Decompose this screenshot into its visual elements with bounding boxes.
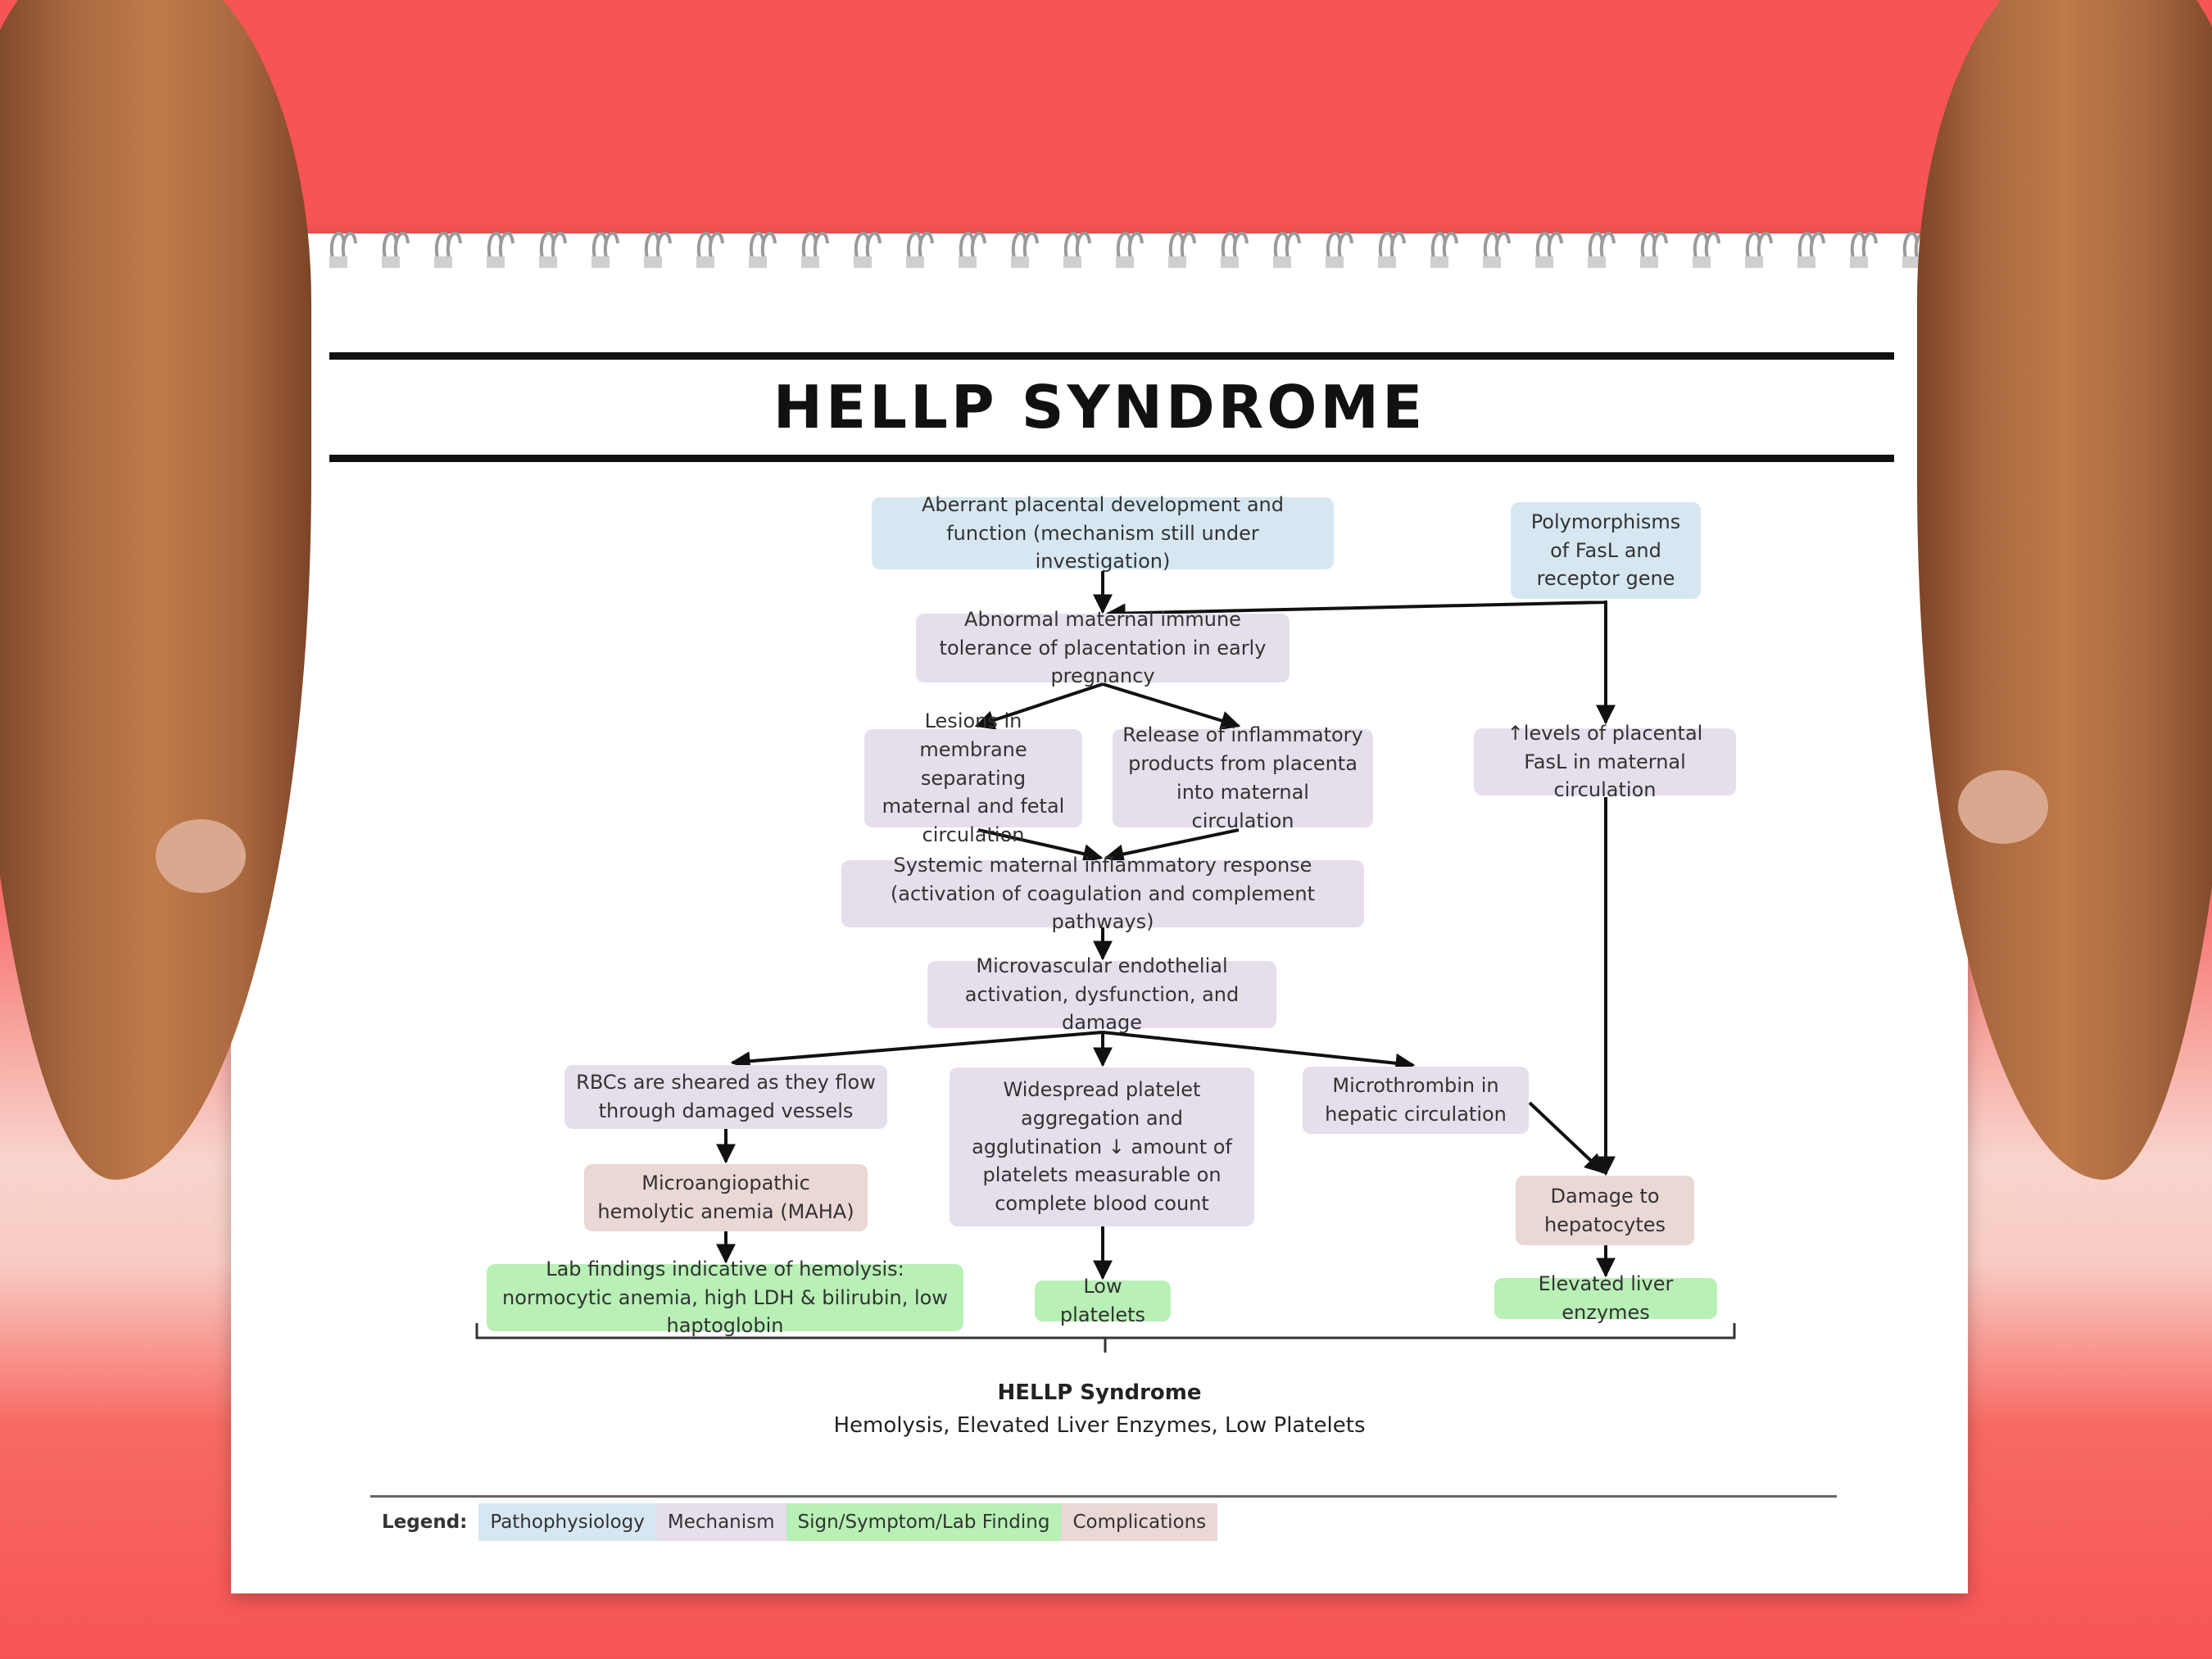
spiral-loop xyxy=(1850,231,1878,268)
spiral-loop xyxy=(854,231,882,268)
top-rule xyxy=(329,352,1894,360)
left-thumbnail xyxy=(156,819,246,893)
spiral-loop xyxy=(696,231,724,268)
spiral-loop xyxy=(1797,231,1825,268)
spiral-loop xyxy=(1483,231,1511,268)
bottom-rule xyxy=(329,455,1894,462)
right-thumbnail xyxy=(1958,770,2048,844)
spiral-loop xyxy=(329,231,357,268)
node-hepatocyte-damage: Damage to hepatocytes xyxy=(1516,1176,1694,1245)
node-rbc-sheared: RBCs are sheared as they flow through da… xyxy=(564,1065,887,1129)
spiral-loop xyxy=(1273,231,1301,268)
notebook-page: HELLP SYNDROME Aberr xyxy=(231,231,1968,1593)
node-low-platelets: Low platelets xyxy=(1035,1275,1171,1326)
spiral-loop xyxy=(434,231,462,268)
legend-divider xyxy=(370,1495,1837,1498)
spiral-loop xyxy=(1326,231,1353,268)
spiral-loop xyxy=(1588,231,1616,268)
spiral-loop xyxy=(1693,231,1720,268)
spiral-binding xyxy=(277,231,1930,268)
node-microthrombin: Microthrombin in hepatic circulation xyxy=(1303,1067,1529,1134)
spiral-loop xyxy=(1430,231,1458,268)
spiral-loop xyxy=(1378,231,1406,268)
spiral-loop xyxy=(644,231,672,268)
legend: Legend: Pathophysiology Mechanism Sign/S… xyxy=(370,1503,1218,1541)
legend-complications: Complications xyxy=(1061,1503,1218,1541)
spiral-loop xyxy=(749,231,777,268)
spiral-loop xyxy=(801,231,829,268)
node-aberrant-placental: Aberrant placental development and funct… xyxy=(872,493,1334,573)
spiral-loop xyxy=(1745,231,1773,268)
spiral-loop xyxy=(539,231,567,268)
arrow-microthrombin-hepatocytes xyxy=(1528,1101,1605,1174)
spiral-loop xyxy=(487,231,514,268)
spiral-loop xyxy=(1116,231,1144,268)
node-platelet-aggregation: Widespread platelet aggregation and aggl… xyxy=(950,1067,1254,1226)
node-fasl-levels: ↑levels of placental FasL in maternal ci… xyxy=(1474,722,1736,801)
summary-subtitle: Hemolysis, Elevated Liver Enzymes, Low P… xyxy=(833,1413,1366,1438)
node-hemolysis-labs: Lab findings indicative of hemolysis: no… xyxy=(487,1258,963,1337)
spiral-loop xyxy=(1168,231,1196,268)
spiral-loop xyxy=(592,231,619,268)
spiral-loop xyxy=(1221,231,1249,268)
node-elevated-enzymes: Elevated liver enzymes xyxy=(1494,1272,1717,1324)
node-fasl-polymorphisms: Polymorphisms of FasL and receptor gene xyxy=(1511,502,1701,599)
legend-pathophysiology: Pathophysiology xyxy=(478,1503,656,1541)
spiral-loop xyxy=(959,231,986,268)
legend-sign-symptom: Sign/Symptom/Lab Finding xyxy=(786,1503,1062,1541)
node-endothelial-damage: Microvascular endothelial activation, dy… xyxy=(927,954,1276,1034)
left-hand xyxy=(0,0,311,1180)
spiral-loop xyxy=(382,231,410,268)
legend-mechanism: Mechanism xyxy=(655,1503,786,1541)
node-immune-tolerance: Abnormal maternal immune tolerance of pl… xyxy=(916,608,1290,687)
page-title: HELLP SYNDROME xyxy=(773,373,1426,442)
node-membrane-lesions: Lesions in membrane separating maternal … xyxy=(864,709,1082,846)
spiral-loop xyxy=(1535,231,1563,268)
legend-label: Legend: xyxy=(382,1512,468,1533)
node-systemic-response: Systemic maternal inflammatory response … xyxy=(841,854,1364,933)
summary-title: HELLP Syndrome xyxy=(997,1380,1202,1405)
node-inflammatory-release: Release of inflammatory products from pl… xyxy=(1113,723,1373,832)
spiral-loop xyxy=(906,231,934,268)
spiral-loop xyxy=(1640,231,1668,268)
spiral-loop xyxy=(1063,231,1091,268)
spiral-loop xyxy=(1011,231,1039,268)
node-maha: Microangiopathic hemolytic anemia (MAHA) xyxy=(584,1164,868,1231)
